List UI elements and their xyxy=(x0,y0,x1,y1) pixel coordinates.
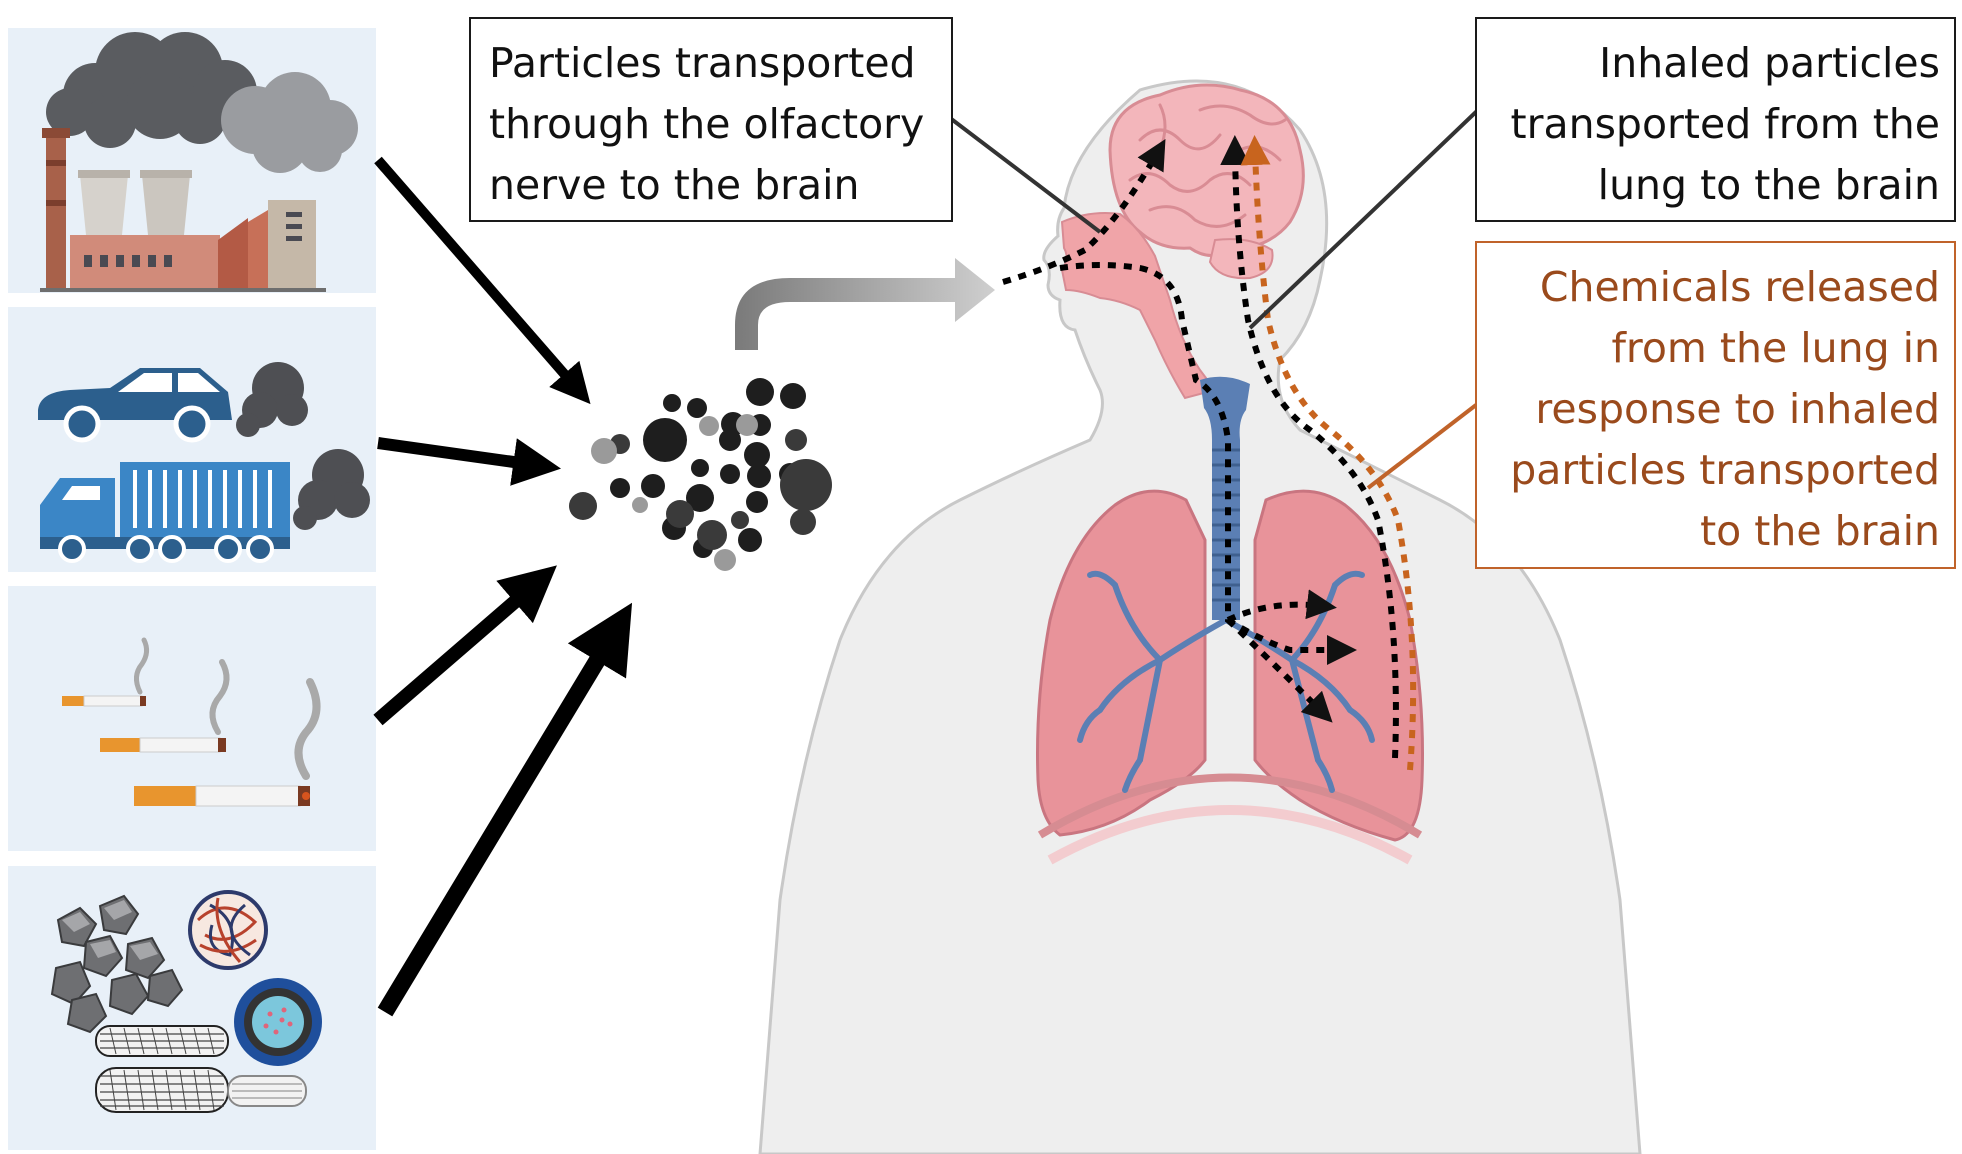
leader-lung-to-brain xyxy=(1248,108,1480,330)
callout-chemicals-line-1: Chemicals released xyxy=(1539,263,1940,311)
arrow-nanomaterials-to-particles xyxy=(377,602,633,1017)
callout-olfactory: Particles transported through the olfact… xyxy=(469,17,953,222)
callout-chemicals-line-4: particles transported xyxy=(1510,446,1940,494)
callout-chemicals: Chemicals released from the lung in resp… xyxy=(1475,241,1956,569)
source-panel-vehicles xyxy=(8,307,376,572)
callout-lung-line-3: lung to the brain xyxy=(1597,161,1940,209)
nasal-cavity xyxy=(1060,212,1217,400)
factory-smoke-icon xyxy=(40,32,358,292)
callout-olfactory-line-1: Particles transported xyxy=(489,39,916,87)
callout-chemicals-line-2: from the lung in xyxy=(1611,324,1940,372)
left-lung xyxy=(1036,489,1207,837)
inhalation-arrow xyxy=(735,258,995,350)
arrow-factory-to-particles xyxy=(374,156,591,405)
callout-olfactory-line-3: nerve to the brain xyxy=(489,161,860,209)
source-panel-nanomaterials xyxy=(8,866,376,1150)
leader-chemicals xyxy=(1366,403,1478,490)
arrow-vehicles-to-particles xyxy=(377,437,562,486)
vehicle-exhaust-icon xyxy=(38,362,370,563)
source-panel-factory xyxy=(8,28,376,293)
callout-lung-line-1: Inhaled particles xyxy=(1599,39,1940,87)
brain xyxy=(1108,83,1305,257)
callout-chemicals-line-5: to the brain xyxy=(1700,507,1940,555)
source-panel-cigarettes xyxy=(8,586,376,851)
leader-olfactory xyxy=(948,116,1102,234)
engineered-nanomaterials-icon xyxy=(50,890,322,1113)
arrow-cigarettes-to-particles xyxy=(373,565,557,726)
source-arrows xyxy=(373,156,633,1017)
callout-lung-line-2: transported from the xyxy=(1510,100,1940,148)
right-lung xyxy=(1253,489,1424,842)
human-body-anatomy xyxy=(758,79,1642,1154)
callout-olfactory-line-2: through the olfactory xyxy=(489,100,925,148)
callout-lung-to-brain: Inhaled particles transported from the l… xyxy=(1475,17,1956,222)
callout-chemicals-line-3: response to inhaled xyxy=(1535,385,1940,433)
cigarette-smoke-icon xyxy=(62,637,321,807)
nanotube-lattice xyxy=(95,1025,307,1113)
particle-cluster-icon xyxy=(569,378,832,571)
lung-to-brain-path xyxy=(1220,135,1399,759)
chemical-transport-path xyxy=(1240,135,1417,771)
airway-path xyxy=(1059,262,1357,665)
